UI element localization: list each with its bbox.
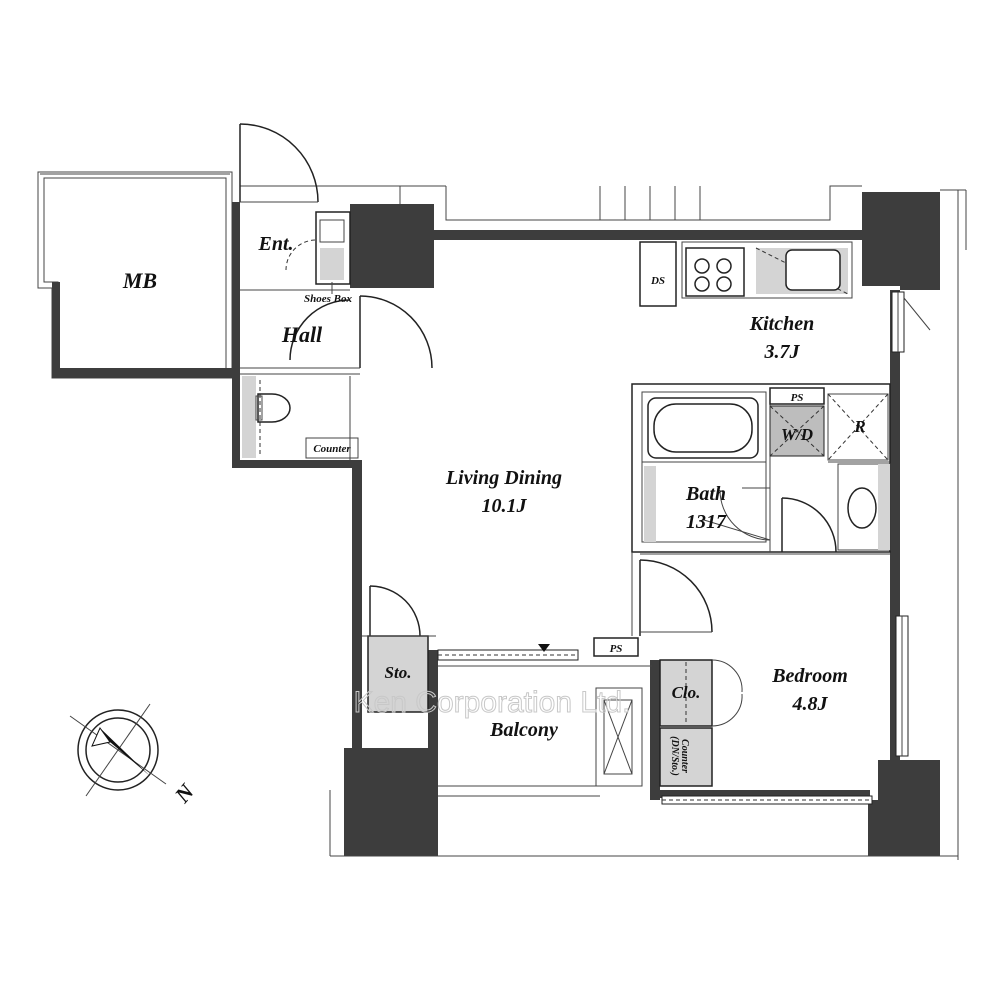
- entrance-door: [239, 123, 319, 203]
- label-refrigerator: R: [853, 417, 865, 436]
- compass: [69, 703, 167, 797]
- kitchen-area: [639, 241, 931, 353]
- label-counter-toilet: Counter: [313, 443, 351, 455]
- balcony-area: [595, 687, 643, 787]
- label-bedroom-size: 4.8J: [792, 693, 829, 715]
- label-storage: Sto.: [385, 663, 412, 682]
- label-bath-size: 1317: [686, 511, 727, 533]
- exterior-lines: [240, 185, 967, 860]
- bedroom-closet: [659, 659, 873, 805]
- label-counter-bedroom-sub: (DN/Sto.): [669, 736, 680, 776]
- label-kitchen: Kitchen: [749, 313, 814, 335]
- label-balcony: Balcony: [489, 719, 558, 741]
- label-living-dining-size: 10.1J: [482, 495, 528, 517]
- label-bath: Bath: [685, 483, 726, 505]
- label-bedroom: Bedroom: [771, 665, 848, 687]
- toilet: [242, 376, 359, 460]
- label-mb: MB: [122, 268, 157, 293]
- compass-needle-icon: [100, 728, 150, 776]
- label-kitchen-size: 3.7J: [764, 341, 801, 363]
- label-entrance: Ent.: [257, 233, 293, 255]
- hall-door: [240, 295, 433, 375]
- compass-label: N: [169, 778, 200, 808]
- watermark: Ken Corporation Ltd.: [354, 686, 631, 719]
- bedroom-window: [895, 615, 909, 757]
- label-living-dining: Living Dining: [445, 467, 562, 489]
- mb-area: [37, 171, 233, 379]
- label-ps-bottom: PS: [610, 643, 623, 655]
- ent-step-line: [285, 239, 317, 271]
- walls: [232, 192, 940, 856]
- label-closet: Clo.: [672, 683, 701, 702]
- shoes-box: [315, 211, 351, 294]
- label-ds: DS: [650, 275, 665, 287]
- bedroom-door: [631, 552, 890, 636]
- label-ps-top: PS: [791, 392, 804, 404]
- label-counter-bedroom: Counter: [679, 739, 690, 773]
- label-shoes-box: Shoes Box: [304, 293, 352, 305]
- storage-area: [362, 585, 436, 713]
- label-wd: W/D: [781, 425, 813, 444]
- balcony-slider: [437, 637, 652, 667]
- label-hall: Hall: [281, 322, 323, 347]
- wet-area: [631, 383, 891, 553]
